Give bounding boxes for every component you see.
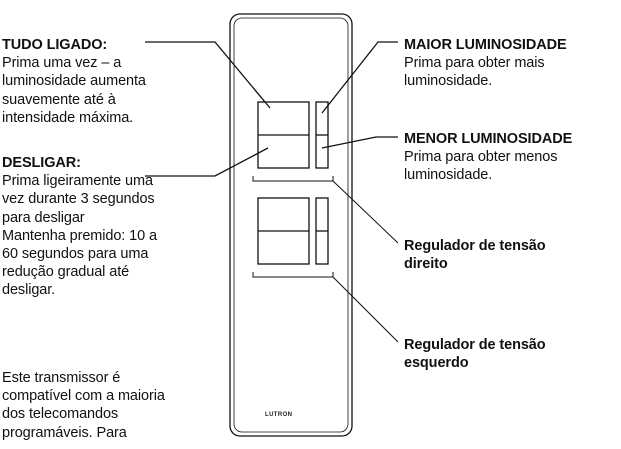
remote-brand-logo: LUTRON xyxy=(265,412,293,418)
off-line: vez durante 3 segundos xyxy=(2,191,155,208)
lower-group-bracket xyxy=(252,272,334,278)
raise-line: luminosidade. xyxy=(404,73,493,90)
raise-line: Prima para obter mais xyxy=(404,55,545,72)
lower-leader xyxy=(321,136,398,149)
note-line: programáveis. Para xyxy=(2,424,127,441)
off-line: Prima ligeiramente uma xyxy=(2,173,153,190)
compatibility-note: Este transmissor é compatível com a maio… xyxy=(2,369,165,442)
off-line: para desligar xyxy=(2,209,85,226)
all-on-callout: TUDO LIGADO: Prima uma vez – a luminosid… xyxy=(2,36,146,127)
lower-line: Prima para obter menos xyxy=(404,149,558,166)
all-on-leader xyxy=(145,41,271,109)
remote-body-inner xyxy=(233,17,349,433)
right-dimmer-line: direito xyxy=(404,256,448,273)
right-dimmer-line: Regulador de tensão xyxy=(404,238,546,254)
off-callout: DESLIGAR: Prima ligeiramente uma vez dur… xyxy=(2,154,157,300)
left-dimmer-label: Regulador de tensão esquerdo xyxy=(404,336,546,372)
right-dimmer-label: Regulador de tensão direito xyxy=(404,237,546,273)
upper-group-bracket xyxy=(252,176,334,182)
right-dimmer-leader xyxy=(332,180,399,244)
left-dimmer-line: Regulador de tensão xyxy=(404,337,546,353)
off-line: redução gradual até xyxy=(2,264,130,281)
off-leader xyxy=(145,147,269,177)
off-heading: DESLIGAR: xyxy=(2,155,81,171)
all-on-line: suavemente até à xyxy=(2,91,116,108)
raise-heading: MAIOR LUMINOSIDADE xyxy=(404,37,567,53)
all-on-heading: TUDO LIGADO: xyxy=(2,37,108,53)
lower-line: luminosidade. xyxy=(404,167,493,184)
off-line: desligar. xyxy=(2,282,56,299)
note-line: dos telecomandos xyxy=(2,406,119,423)
remote-body xyxy=(229,13,353,437)
all-on-line: intensidade máxima. xyxy=(2,109,134,126)
raise-leader xyxy=(321,41,398,114)
note-line: Este transmissor é xyxy=(2,370,121,386)
off-line: Mantenha premido: 10 a xyxy=(2,227,157,244)
note-line: compatível com a maioria xyxy=(2,388,165,405)
all-on-line: Prima uma vez – a xyxy=(2,55,122,72)
lower-callout: MENOR LUMINOSIDADE Prima para obter meno… xyxy=(404,130,572,185)
off-line: 60 segundos para uma xyxy=(2,246,149,263)
left-dimmer-leader xyxy=(332,276,399,343)
raise-callout: MAIOR LUMINOSIDADE Prima para obter mais… xyxy=(404,36,567,91)
left-dimmer-line: esquerdo xyxy=(404,355,469,372)
lower-heading: MENOR LUMINOSIDADE xyxy=(404,131,573,147)
all-on-line: luminosidade aumenta xyxy=(2,73,146,90)
